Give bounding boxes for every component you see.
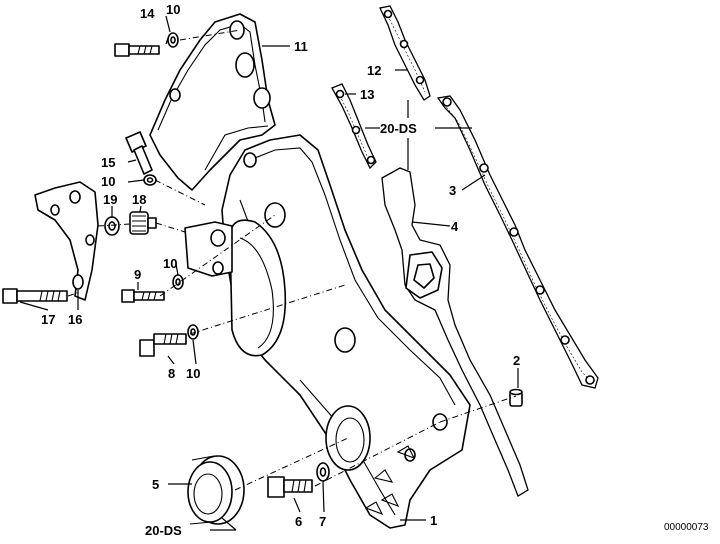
gasket-4 [381, 167, 529, 497]
diagram-reference-number: 00000073 [664, 522, 709, 533]
gasket-13 [331, 83, 377, 170]
callout-13: 13 [360, 87, 374, 102]
callout-7: 7 [319, 514, 326, 529]
bracket-16 [34, 181, 99, 301]
callout-20-ds-top: 20-DS [380, 121, 417, 136]
callout-labels: 1 2 3 4 5 6 7 8 9 10 10 10 10 11 12 13 1… [41, 2, 520, 538]
callout-5: 5 [152, 477, 159, 492]
dowel-sleeve-2 [509, 388, 523, 407]
callout-11: 11 [294, 39, 308, 54]
bolt-6 [267, 476, 313, 498]
callout-8: 8 [168, 366, 175, 381]
callout-4: 4 [451, 219, 459, 234]
callout-16: 16 [68, 312, 82, 327]
callout-18: 18 [132, 192, 146, 207]
washer-10-low [187, 324, 199, 340]
upper-timing-cover [149, 13, 276, 191]
callout-20-ds-bottom: 20-DS [145, 523, 182, 538]
bolt-9 [121, 289, 165, 303]
bolt-14 [114, 43, 160, 57]
washer-19 [104, 216, 120, 236]
washer-10-right [172, 274, 184, 290]
callout-10-top: 10 [166, 2, 180, 17]
callout-6: 6 [295, 514, 302, 529]
callout-9: 9 [134, 267, 141, 282]
sensor-18 [129, 211, 157, 235]
lower-timing-cover [221, 134, 471, 529]
shaft-seal-5 [187, 455, 245, 525]
washer-10-mid [143, 174, 157, 186]
bolt-15 [125, 131, 153, 175]
callout-10-mid: 10 [101, 174, 115, 189]
callout-1: 1 [430, 513, 437, 528]
alignment-lines [67, 29, 517, 491]
gasket-3 [436, 95, 599, 389]
callout-3: 3 [449, 183, 456, 198]
callout-10-right: 10 [163, 256, 177, 271]
gasket-12 [379, 5, 431, 101]
washer-10-top [167, 32, 179, 48]
callout-2: 2 [513, 353, 520, 368]
callout-14: 14 [140, 6, 155, 21]
callout-12: 12 [367, 63, 381, 78]
pump-housing [184, 219, 287, 357]
crank-seal-bore [325, 405, 371, 471]
leader-lines [19, 15, 519, 531]
callout-15: 15 [101, 155, 115, 170]
bolt-17 [2, 288, 68, 304]
callout-19: 19 [103, 192, 117, 207]
callout-17: 17 [41, 312, 55, 327]
bolt-8 [139, 333, 187, 357]
callout-10-low: 10 [186, 366, 200, 381]
washer-7 [316, 462, 330, 482]
